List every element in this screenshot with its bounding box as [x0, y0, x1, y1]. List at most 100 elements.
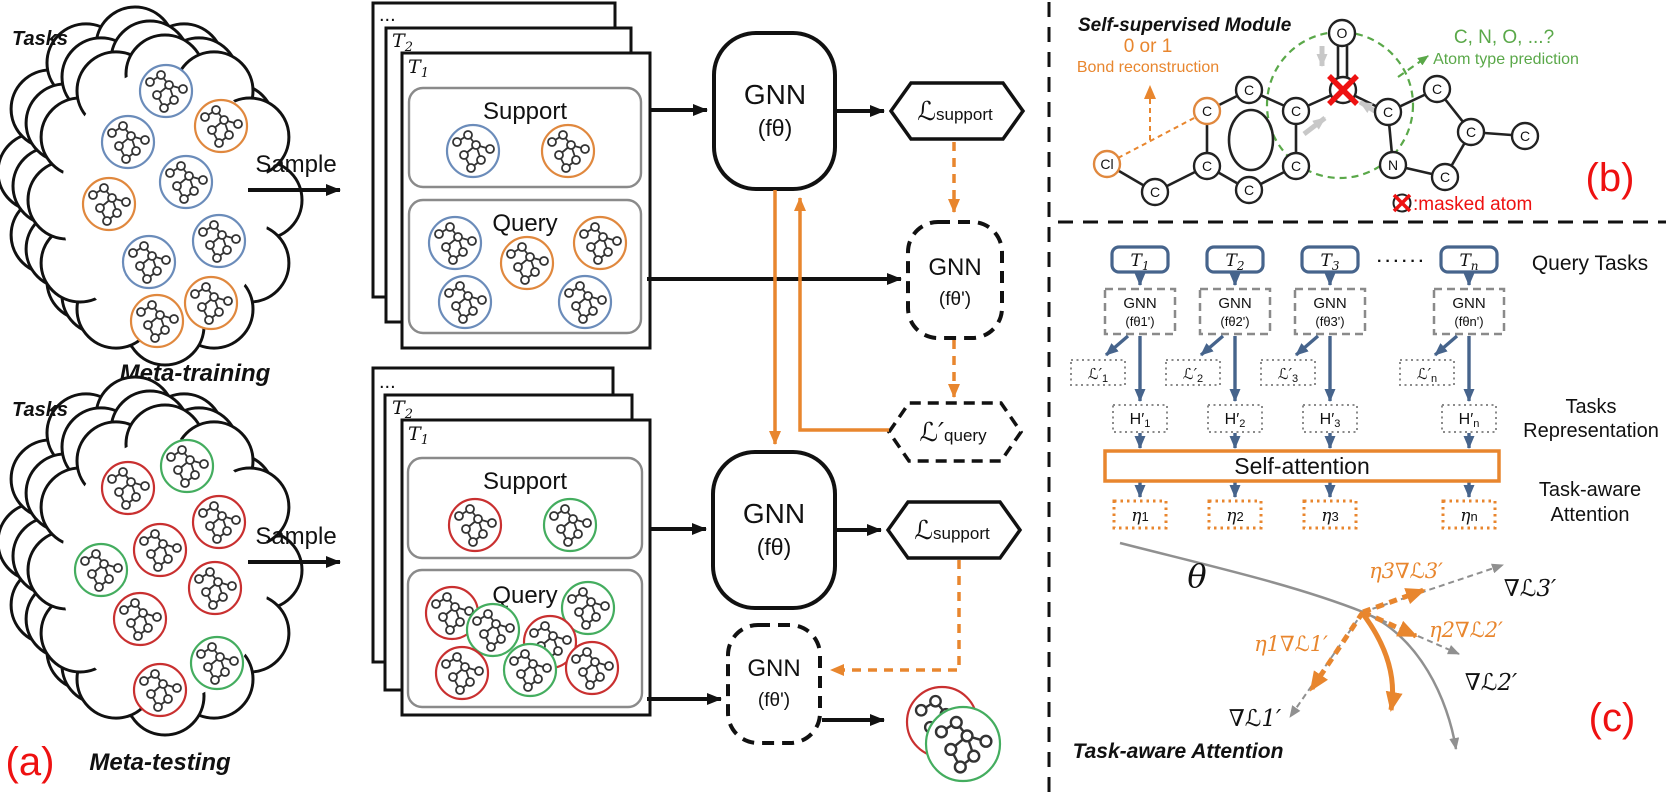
theta-label: θ — [1187, 557, 1206, 595]
meta-testing-title: Meta-testing — [89, 749, 231, 776]
loss-query-label: ℒ′query — [919, 418, 987, 448]
graph-sample — [183, 275, 239, 331]
query-label: Query — [492, 582, 557, 609]
task-label: Tn — [1459, 251, 1478, 273]
gnn-name: GNN — [928, 254, 981, 281]
atom-label: C — [1466, 124, 1476, 140]
loss-label: ℒ′1 — [1088, 365, 1108, 385]
graph-sample — [542, 497, 598, 553]
query-task-column-n: Tn GNN (fθn') ℒ′n H′n ηn — [1399, 245, 1506, 530]
graph-sample — [427, 215, 483, 271]
task-stack-test: ... T2 T1 Support Query — [371, 366, 652, 717]
gnn-test-adapted-box: GNN (fθ') — [726, 623, 822, 745]
gnn-name: GNN — [744, 79, 806, 110]
graph-sample — [73, 542, 129, 598]
graph-sample — [564, 640, 620, 696]
tasks-representation-label-line2: Representation — [1523, 420, 1659, 442]
graph-sample — [502, 642, 558, 698]
gnn-name: GNN — [1218, 295, 1251, 312]
panel-c-label: (c) — [1589, 696, 1636, 740]
gnn-train-box: GNN (fθ) — [712, 31, 837, 191]
gnn-param: (fθ) — [757, 534, 792, 560]
self-attention-box: Self-attention — [1103, 449, 1501, 483]
graph-sample — [191, 213, 247, 269]
gnn-name: GNN — [1452, 295, 1485, 312]
atom-label: C — [1383, 104, 1393, 120]
gnn-param: (fθ1') — [1125, 314, 1154, 329]
atom-label: O — [1337, 25, 1348, 41]
weighted-gradient-3-label: η3∇ℒ3′ — [1369, 559, 1443, 583]
gradient-3-label: ∇ℒ3′ — [1504, 576, 1557, 602]
panel-b-label: (b) — [1586, 156, 1635, 200]
stack-dots: ... — [379, 4, 396, 26]
self-attention-label: Self-attention — [1234, 453, 1370, 479]
graph-sample — [924, 705, 1002, 783]
masked-atom-legend-label: :masked atom — [1413, 194, 1532, 215]
panel-c: T1 GNN (fθ1') ℒ′1 H′1 η1 T2 GNN (fθ2') ℒ… — [1070, 245, 1659, 763]
gnn-param: (fθ3') — [1315, 314, 1344, 329]
atom-label: C — [1291, 158, 1301, 174]
graph-sample — [100, 460, 156, 516]
atom-prediction-pointer — [1397, 55, 1429, 78]
task-label: T1 — [1131, 251, 1150, 273]
tasks-label-train: Tasks — [12, 28, 68, 50]
representation-label: H′n — [1459, 411, 1480, 430]
graph-sample — [132, 662, 188, 718]
gnn-name: GNN — [1123, 295, 1156, 312]
graph-sample — [129, 293, 185, 349]
gnn-param: (fθ2') — [1220, 314, 1249, 329]
atom-label: C — [1440, 169, 1450, 185]
graph-sample — [159, 438, 215, 494]
attention-weight-label: η1 — [1131, 506, 1148, 526]
query-task-column-3: T3 GNN (fθ3') ℒ′3 H′3 η3 — [1260, 245, 1367, 530]
representation-label: H′2 — [1225, 411, 1246, 430]
bond-reconstruction-dashed-bond — [1117, 116, 1197, 159]
graph-sample — [100, 114, 156, 170]
task2-label: T2 — [392, 397, 413, 422]
atom-label: C — [1432, 81, 1442, 97]
atom-label: C — [1244, 82, 1254, 98]
graph-sample — [434, 645, 490, 701]
loss-support-train-hex: ℒsupport — [888, 81, 1026, 141]
gnn-test-box: GNN (fθ) — [711, 450, 837, 610]
graph-sample — [540, 123, 596, 179]
atom-prediction-region — [1265, 30, 1415, 180]
output-prediction-graphs — [905, 685, 1002, 783]
sample-arrow-train: Sample — [248, 151, 341, 196]
molecule: Cl C C C C C C C O C C C C N C — [1092, 18, 1540, 207]
query-task-column-1: T1 GNN (fθ1') ℒ′1 H′1 η1 — [1070, 245, 1177, 530]
support-label: Support — [483, 98, 567, 125]
panel-b-title: Self-supervised Module — [1078, 15, 1292, 36]
task-stack-train: ... T2 T1 Support Query — [371, 1, 652, 350]
gradient-1-label: ∇ℒ1′ — [1229, 706, 1282, 732]
bond-value-label: 0 or 1 — [1124, 36, 1173, 57]
representation-label: H′1 — [1130, 411, 1151, 430]
meta-training-task-cloud — [0, 5, 304, 367]
graph-sample — [437, 274, 493, 330]
loss-support-test-hex: ℒsupport — [885, 500, 1023, 560]
panel-a: Tasks Meta-training Tasks (a) Meta-testi… — [0, 1, 1026, 784]
graph-sample — [557, 274, 613, 330]
graph-sample — [81, 176, 137, 232]
query-task-column-2: T2 GNN (fθ2') ℒ′2 H′2 η2 — [1165, 245, 1272, 530]
stack-dots: ... — [379, 371, 396, 393]
gnn-param: (fθ') — [939, 289, 971, 310]
task1-label: T1 — [408, 56, 429, 81]
atom-options-label: C, N, O, ...? — [1454, 27, 1554, 48]
gradient-diagram: θ η3∇ℒ3′ ∇ℒ3′ η2∇ℒ2′ ∇ℒ2′ η1∇ℒ1′ ∇ℒ1′ — [1119, 541, 1557, 750]
task2-label: T2 — [392, 30, 413, 55]
attention-weight-label: η2 — [1226, 506, 1243, 526]
loss-query-hex: ℒ′query — [886, 401, 1024, 463]
atom-label: Cl — [1100, 156, 1113, 172]
graph-sample — [112, 591, 168, 647]
bond-task-label: Bond reconstruction — [1077, 59, 1219, 76]
graph-sample — [189, 635, 245, 691]
graph-sample — [499, 235, 555, 291]
atom-label: C — [1244, 182, 1254, 198]
loss-label: ℒ′n — [1417, 365, 1437, 385]
loss-label: ℒ′2 — [1183, 365, 1203, 385]
representation-label: H′3 — [1320, 411, 1341, 430]
support-label: Support — [483, 468, 567, 495]
panel-a-label: (a) — [6, 740, 55, 784]
task1-label: T1 — [408, 423, 429, 448]
